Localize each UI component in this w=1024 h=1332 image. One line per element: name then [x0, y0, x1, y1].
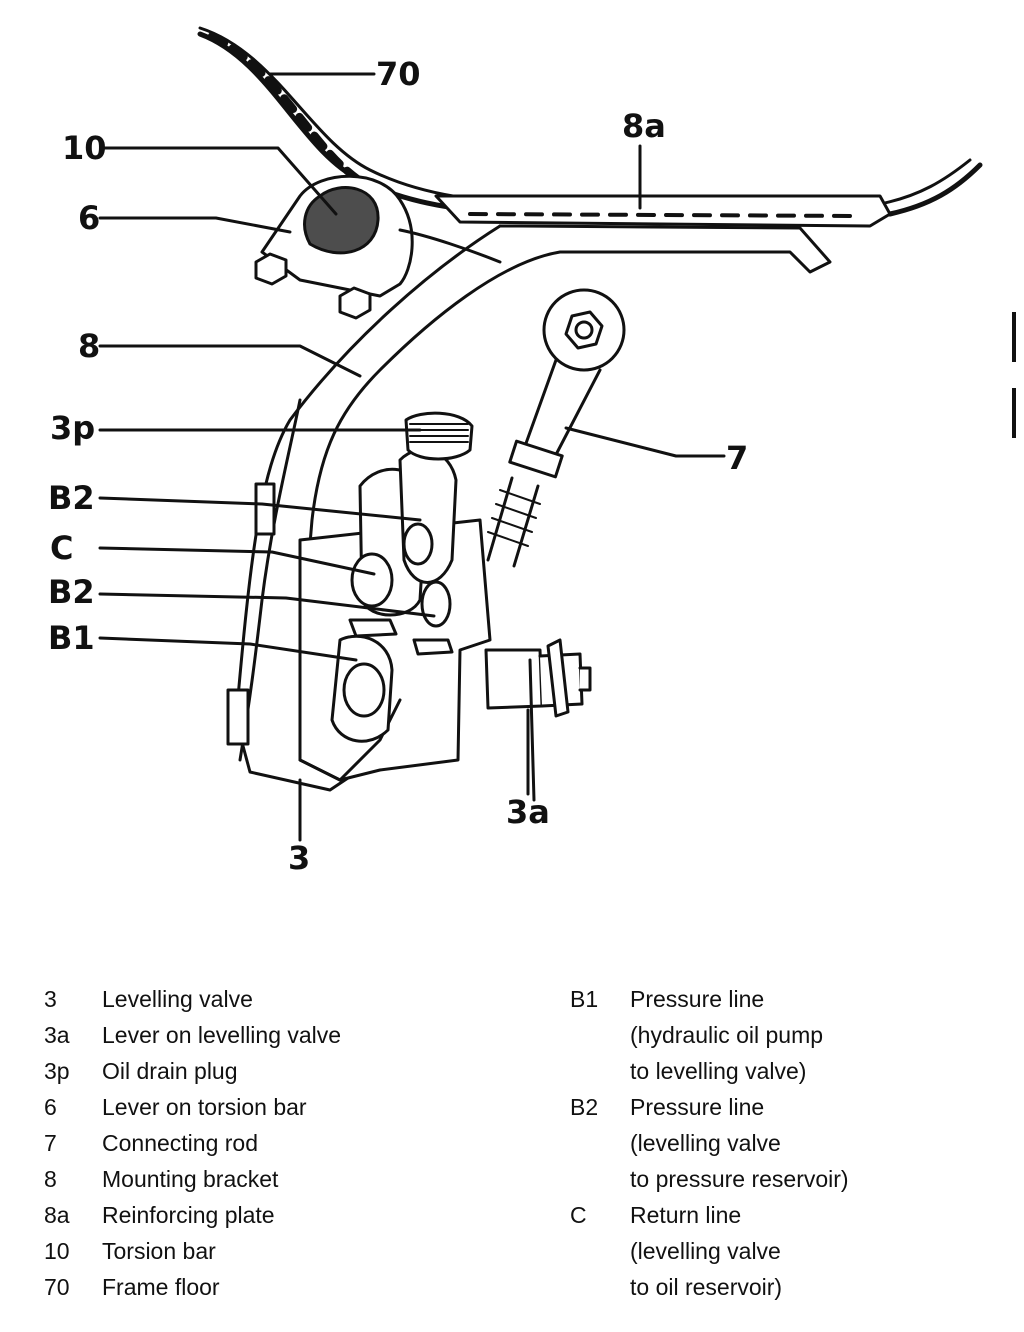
- legend-desc-line: Pressure line: [630, 986, 765, 1012]
- legend-desc: Oil drain plug: [102, 1058, 238, 1084]
- callout-3: 3: [288, 839, 311, 877]
- legend-right: B1 Pressure line (hydraulic oil pump to …: [570, 981, 990, 1305]
- levelling-valve-drawing: [98, 26, 983, 842]
- leader-lines: [98, 72, 726, 842]
- callout-6: 6: [78, 199, 101, 237]
- legend-row: 7 Connecting rod: [44, 1125, 464, 1161]
- legend-desc: Torsion bar: [102, 1238, 216, 1264]
- legend-desc: Pressure line (hydraulic oil pump to lev…: [630, 981, 823, 1089]
- legend-desc-line: Return line: [630, 1202, 742, 1228]
- torsion-bar-lever-part: [254, 174, 502, 320]
- legend-code: 70: [44, 1274, 70, 1300]
- legend-desc: Mounting bracket: [102, 1166, 279, 1192]
- valve-lever-part: [484, 638, 592, 802]
- callout-b2-upper: B2: [48, 479, 95, 517]
- legend-desc: Levelling valve: [102, 986, 253, 1012]
- legend-code: B2: [570, 1094, 599, 1120]
- callout-7: 7: [726, 439, 749, 477]
- callout-8: 8: [78, 327, 101, 365]
- reinforcing-plate-part: [434, 194, 892, 228]
- legend-row: 3 Levelling valve: [44, 981, 464, 1017]
- levelling-valve-part: [298, 411, 492, 782]
- legend-desc-line: to levelling valve): [630, 1058, 807, 1084]
- legend-row: 8a Reinforcing plate: [44, 1197, 464, 1233]
- legend-code: 6: [44, 1094, 57, 1120]
- legend-desc: Frame floor: [102, 1274, 220, 1300]
- callout-c: C: [50, 529, 74, 567]
- legend-desc: Connecting rod: [102, 1130, 258, 1156]
- legend-row: 8 Mounting bracket: [44, 1161, 464, 1197]
- legend-row: 6 Lever on torsion bar: [44, 1089, 464, 1125]
- callout-8a: 8a: [622, 107, 666, 145]
- legend-desc-line: to pressure reservoir): [630, 1166, 849, 1192]
- legend-desc-line: Pressure line: [630, 1094, 765, 1120]
- legend-code: 8a: [44, 1202, 70, 1228]
- legend-row: 10 Torsion bar: [44, 1233, 464, 1269]
- legend-desc-line: (levelling valve: [630, 1130, 781, 1156]
- legend-code: B1: [570, 986, 599, 1012]
- frame-floor-part: [197, 26, 983, 217]
- callout-70: 70: [376, 55, 421, 93]
- legend-code: 8: [44, 1166, 57, 1192]
- legend-desc: Lever on levelling valve: [102, 1022, 342, 1048]
- legend-row: 70 Frame floor: [44, 1269, 464, 1305]
- callout-3p: 3p: [50, 409, 96, 447]
- connecting-rod-part: [486, 288, 626, 568]
- legend-code: 3: [44, 986, 57, 1012]
- legend-code: 3a: [44, 1022, 70, 1048]
- legend-desc: Reinforcing plate: [102, 1202, 275, 1228]
- legend-code: 7: [44, 1130, 57, 1156]
- legend-entry-b1: B1 Pressure line (hydraulic oil pump to …: [570, 981, 990, 1089]
- legend-desc-line: (levelling valve: [630, 1238, 781, 1264]
- legend-code: 3p: [44, 1058, 70, 1084]
- callout-b1: B1: [48, 619, 95, 657]
- scan-edge-mark: [1012, 388, 1016, 438]
- legend-left: 3 Levelling valve 3a Lever on levelling va…: [44, 981, 464, 1305]
- callout-10: 10: [62, 129, 107, 167]
- legend-desc: Return line (levelling valve to oil rese…: [630, 1197, 782, 1305]
- callout-b2-lower: B2: [48, 573, 95, 611]
- legend-code: C: [570, 1202, 587, 1228]
- legend-row: 3a Lever on levelling valve: [44, 1017, 464, 1053]
- legend-entry-b2: B2 Pressure line (levelling valve to pre…: [570, 1089, 990, 1197]
- legend-row: 3p Oil drain plug: [44, 1053, 464, 1089]
- legend-desc: Lever on torsion bar: [102, 1094, 307, 1120]
- scan-edge-mark: [1012, 312, 1016, 362]
- legend-entry-c: C Return line (levelling valve to oil re…: [570, 1197, 990, 1305]
- legend-desc: Pressure line (levelling valve to pressu…: [630, 1089, 849, 1197]
- callout-3a: 3a: [506, 793, 550, 831]
- legend-desc-line: (hydraulic oil pump: [630, 1022, 824, 1048]
- legend-desc-line: to oil reservoir): [630, 1274, 783, 1300]
- legend-code: 10: [44, 1238, 70, 1264]
